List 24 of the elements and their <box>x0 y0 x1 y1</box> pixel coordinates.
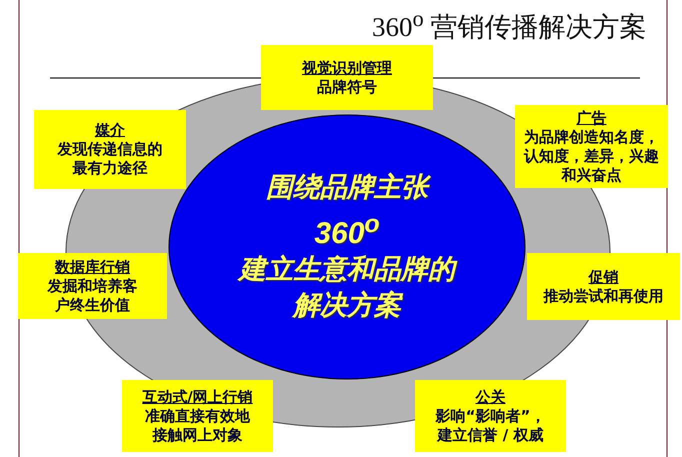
box-text: 发掘和培养客户终生价值 <box>46 276 138 314</box>
text-box <box>261 45 433 110</box>
text-box <box>527 253 680 320</box>
box-text: 推动尝试和再使用 <box>542 286 664 306</box>
box-text: 发现传递信息的最有力途径 <box>56 140 164 178</box>
title: 360$^{o}$ 营销传播解决方案 <box>372 6 646 44</box>
box-text: 准确直接有效地接触网上对象 <box>144 406 252 444</box>
box-heading: 促销 <box>588 268 618 286</box>
box-heading: 公关 <box>476 388 506 406</box>
box-heading: 媒介 <box>95 121 125 140</box>
box-text: 为品牌创造知名度，认知度，差异，兴趣和兴奋点 <box>522 128 660 184</box>
text-box <box>34 110 186 189</box>
box-heading: 视觉识别管理 <box>302 58 392 78</box>
box-heading: 广告 <box>576 108 606 128</box>
box-heading: 互动式/网上行销 <box>142 388 253 406</box>
box-heading: 数据库行销 <box>55 258 130 276</box>
text-box <box>122 380 273 452</box>
box-text: 品牌符号 <box>316 78 378 96</box>
text-box <box>415 380 566 452</box>
text-box <box>515 105 668 188</box>
text-box <box>18 253 167 319</box>
box-text: 影响“影响者”，建立信誉 / 权威 <box>434 406 546 444</box>
center-text: 360$^{o}$ <box>314 209 380 252</box>
center-text: 建立生意和品牌的解决方案 <box>234 252 460 324</box>
